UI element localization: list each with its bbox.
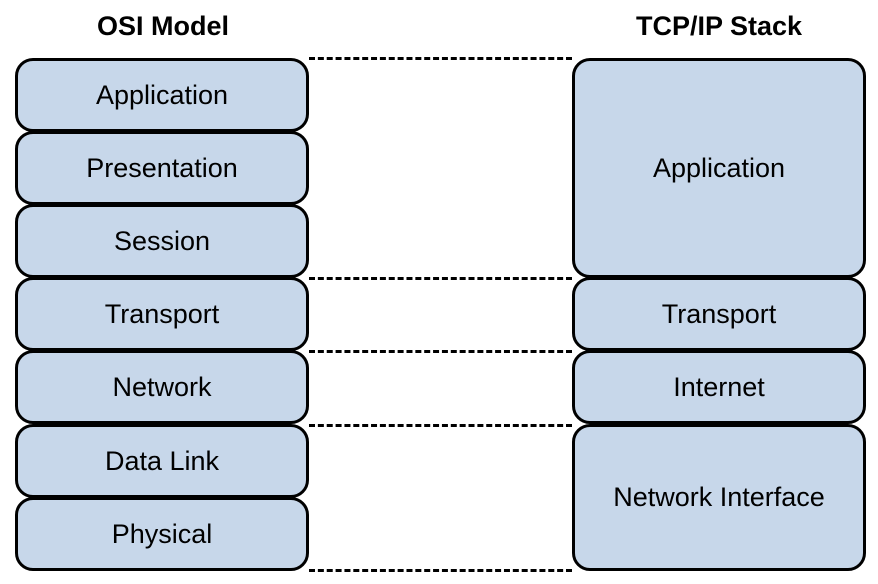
osi-layer-application: Application	[15, 58, 309, 132]
tcpip-stack-title: TCP/IP Stack	[635, 11, 803, 41]
mapping-line-top	[309, 57, 572, 60]
mapping-line-network-datalink	[309, 424, 572, 427]
osi-layer-presentation: Presentation	[15, 131, 309, 205]
tcpip-layer-network-interface: Network Interface	[572, 424, 866, 571]
osi-layer-data-link: Data Link	[15, 424, 309, 498]
tcpip-layer-internet: Internet	[572, 350, 866, 424]
tcpip-layer-transport: Transport	[572, 277, 866, 351]
osi-layer-transport: Transport	[15, 277, 309, 351]
osi-layer-physical: Physical	[15, 497, 309, 571]
mapping-line-application-transport	[309, 277, 572, 280]
osi-layer-network: Network	[15, 350, 309, 424]
mapping-line-transport-network	[309, 350, 572, 353]
osi-model-title: OSI Model	[96, 11, 229, 41]
mapping-line-bottom	[309, 569, 572, 572]
tcpip-layer-application: Application	[572, 58, 866, 278]
osi-layer-session: Session	[15, 204, 309, 278]
